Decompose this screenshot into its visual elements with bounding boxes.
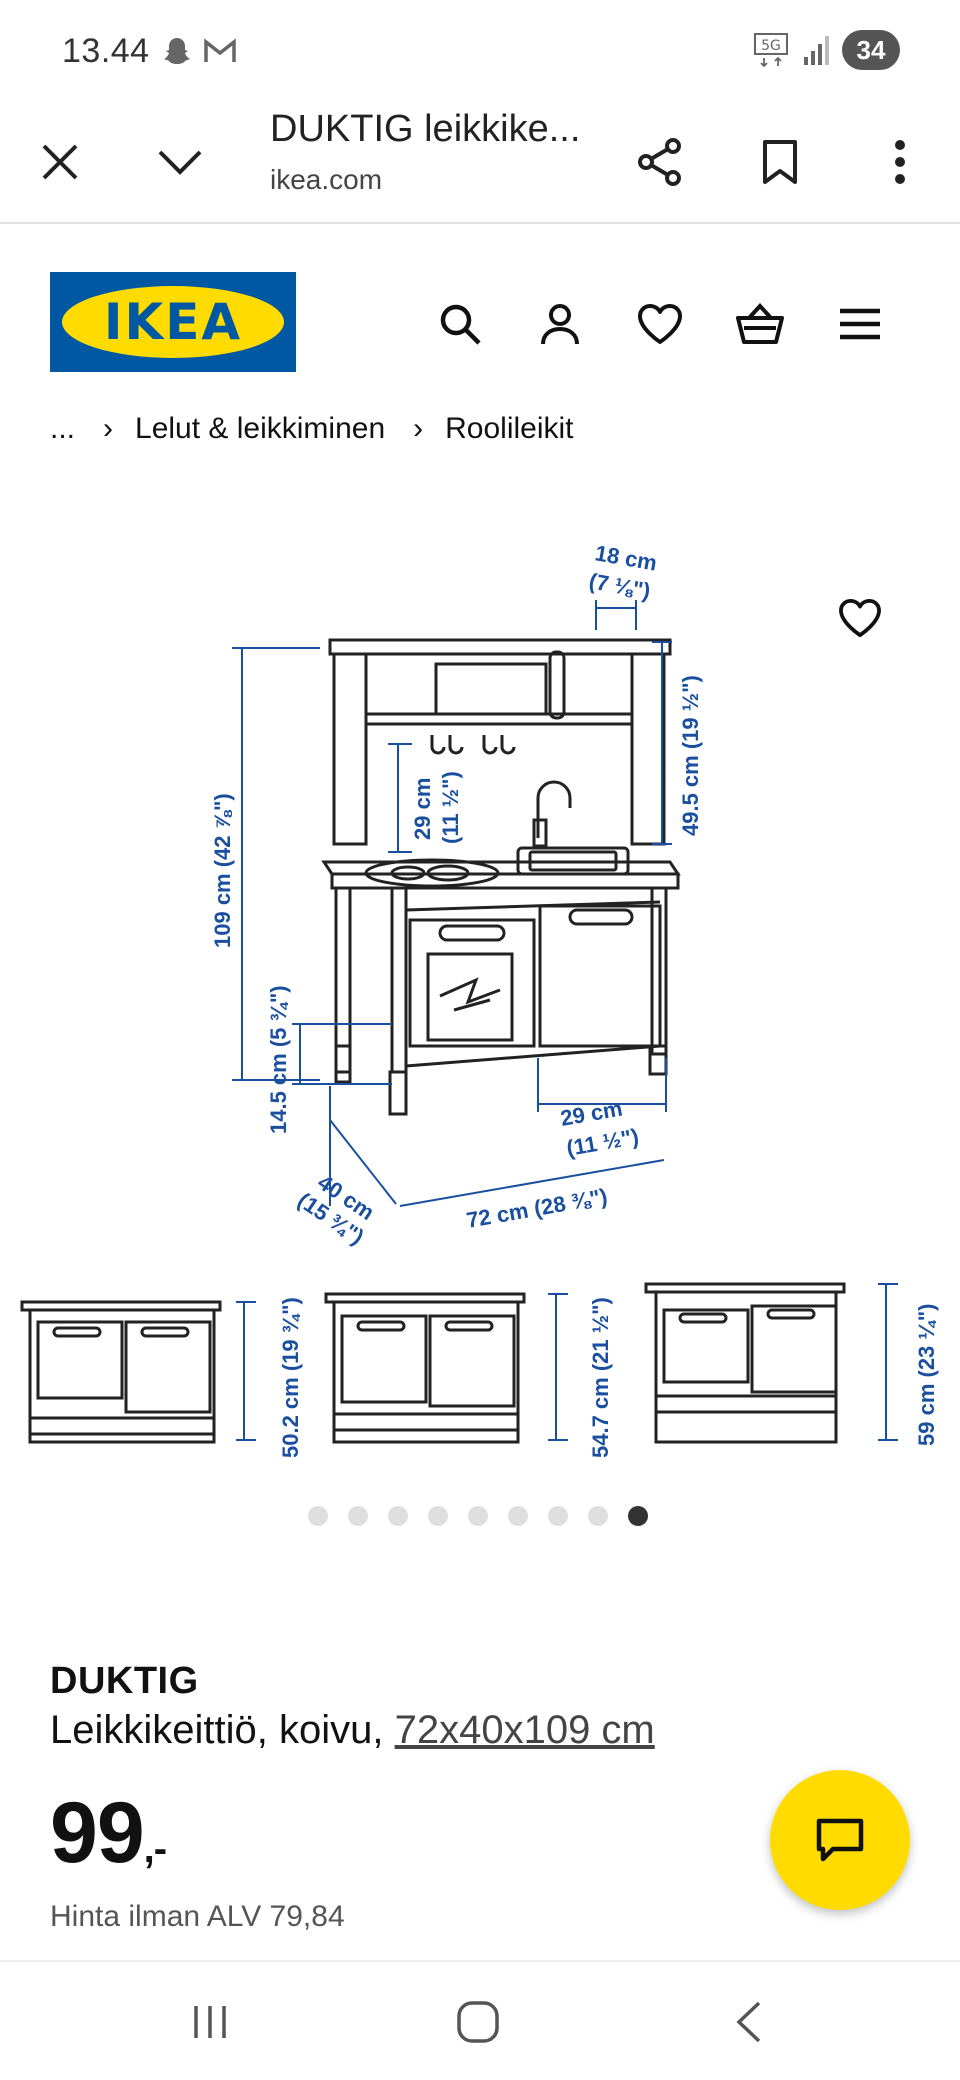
label-height-low: 50.2 cm (19 ¾")	[278, 1297, 303, 1458]
dimension-labels: 18 cm (7 ⅛") 109 cm (42 ⅞") 29 cm (11 ½"…	[210, 540, 939, 1458]
label-feet-height: 14.5 cm (5 ¾")	[266, 985, 291, 1134]
carousel-dot[interactable]	[588, 1506, 608, 1526]
minimize-button[interactable]	[140, 122, 220, 202]
dimension-lines	[232, 600, 898, 1441]
more-vertical-icon	[895, 140, 905, 184]
product-price: 99,-	[50, 1790, 167, 1876]
cart-button[interactable]	[730, 294, 790, 354]
browser-toolbar: DUKTIG leikkike... ikea.com	[0, 100, 960, 224]
user-icon	[541, 304, 579, 345]
carousel-indicator	[308, 1506, 648, 1526]
notification-icons	[160, 34, 238, 68]
status-right: 5G 34	[752, 30, 900, 70]
carousel-dot[interactable]	[428, 1506, 448, 1526]
chevron-down-icon	[158, 150, 202, 175]
chevron-right-icon: ›	[413, 412, 424, 445]
logo-text: IKEA	[103, 293, 243, 351]
share-icon	[638, 138, 681, 186]
label-height-mid: 54.7 cm (21 ½")	[588, 1297, 613, 1458]
status-time: 13.44	[62, 32, 150, 70]
label-total-height: 109 cm (42 ⅞")	[210, 793, 235, 948]
page-domain[interactable]: ikea.com	[270, 164, 383, 195]
share-button[interactable]	[620, 122, 700, 202]
breadcrumb-item-toys[interactable]: Lelut & leikkiminen	[135, 412, 386, 445]
label-height-high: 59 cm (23 ¼")	[914, 1303, 939, 1446]
label-upper-height: 49.5 cm (19 ½")	[678, 675, 703, 836]
label-shelf-gap-cm: 29 cm	[410, 778, 435, 840]
product-description: Leikkikeittiö, koivu, 72x40x109 cm	[50, 1708, 655, 1753]
chevron-right-icon: ›	[103, 412, 114, 445]
network-5g-icon: 5G	[754, 33, 788, 68]
home-button[interactable]	[438, 1992, 518, 2052]
product-name: DUKTIG	[50, 1660, 199, 1702]
close-tab-button[interactable]	[20, 122, 100, 202]
search-icon	[440, 304, 481, 345]
price-excl-vat: Hinta ilman ALV 79,84	[50, 1900, 345, 1933]
heart-icon	[638, 304, 682, 344]
carousel-dot-active[interactable]	[628, 1506, 648, 1526]
carousel-dot[interactable]	[508, 1506, 528, 1526]
front-view-mid	[324, 1292, 526, 1444]
bookmark-icon	[763, 140, 797, 184]
back-button[interactable]	[708, 1992, 788, 2052]
system-nav-bar	[0, 1960, 960, 2080]
basket-icon	[736, 303, 784, 344]
label-shelf-gap-in: (11 ½")	[438, 771, 463, 844]
battery-indicator: 34	[842, 30, 900, 70]
more-menu-button[interactable]	[860, 122, 940, 202]
add-to-favourites-button[interactable]	[830, 588, 890, 648]
site-header: IKEA	[0, 270, 960, 375]
network-label: 5G	[761, 38, 781, 54]
price-value: 99	[50, 1785, 145, 1881]
carousel-dot[interactable]	[548, 1506, 568, 1526]
ikea-logo[interactable]: IKEA	[50, 272, 296, 372]
close-icon	[42, 144, 78, 180]
chat-icon	[816, 1818, 864, 1862]
gmail-icon	[204, 38, 236, 62]
recent-apps-button[interactable]	[170, 1992, 250, 2052]
carousel-dot[interactable]	[348, 1506, 368, 1526]
carousel-dot[interactable]	[388, 1506, 408, 1526]
kitchen-drawing	[20, 638, 846, 1444]
logo-oval: IKEA	[62, 286, 284, 358]
search-button[interactable]	[430, 294, 490, 354]
favourites-button[interactable]	[630, 294, 690, 354]
account-button[interactable]	[530, 294, 590, 354]
menu-button[interactable]	[830, 294, 890, 354]
signal-icon	[804, 36, 829, 65]
home-icon	[457, 2001, 499, 2043]
snapchat-icon	[164, 38, 190, 64]
chat-button[interactable]	[770, 1770, 910, 1910]
recent-apps-icon	[194, 2006, 226, 2038]
label-door-width-in: (11 ½")	[565, 1124, 641, 1161]
product-dimensions-link[interactable]: 72x40x109 cm	[394, 1708, 655, 1752]
breadcrumb-ellipsis[interactable]: ...	[50, 412, 76, 445]
front-view-high	[644, 1282, 846, 1444]
label-door-width-cm: 29 cm	[559, 1095, 625, 1130]
breadcrumb: ... › Lelut & leikkiminen › Roolileikit	[50, 412, 574, 446]
page-title[interactable]: DUKTIG leikkike...	[270, 108, 581, 150]
bookmark-button[interactable]	[740, 122, 820, 202]
product-description-text: Leikkikeittiö, koivu,	[50, 1708, 395, 1752]
price-suffix: ,-	[143, 1827, 167, 1871]
breadcrumb-item-role-play[interactable]: Roolileikit	[445, 412, 574, 445]
status-bar: 13.44 5G 34	[0, 0, 960, 100]
front-view-low	[20, 1300, 222, 1444]
carousel-dot[interactable]	[468, 1506, 488, 1526]
carousel-dot[interactable]	[308, 1506, 328, 1526]
hamburger-menu-icon	[840, 308, 880, 340]
product-dimension-image[interactable]: 18 cm (7 ⅛") 109 cm (42 ⅞") 29 cm (11 ½"…	[0, 500, 960, 1470]
back-icon	[736, 2001, 761, 2043]
heart-icon	[839, 598, 881, 638]
